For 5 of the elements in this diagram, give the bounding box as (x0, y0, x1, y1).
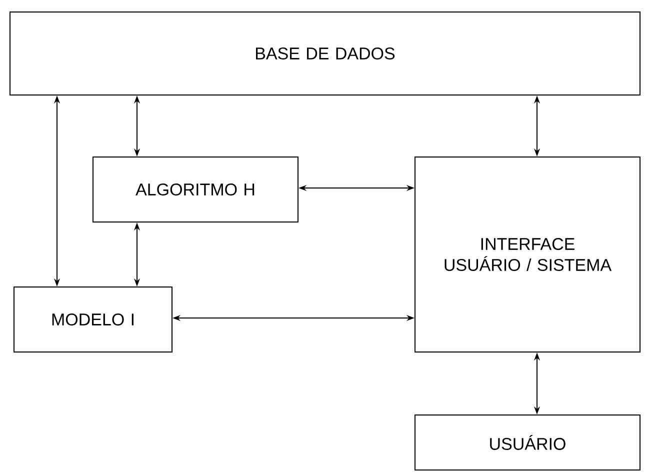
process-box: USUÁRIO (414, 414, 640, 470)
process-box: MODELO I (14, 286, 172, 352)
process-box: INTERFACE USUÁRIO / SISTEMA (414, 156, 640, 352)
process-box: BASE DE DADOS (10, 12, 640, 96)
process-box: ALGORITMO H (92, 156, 298, 222)
